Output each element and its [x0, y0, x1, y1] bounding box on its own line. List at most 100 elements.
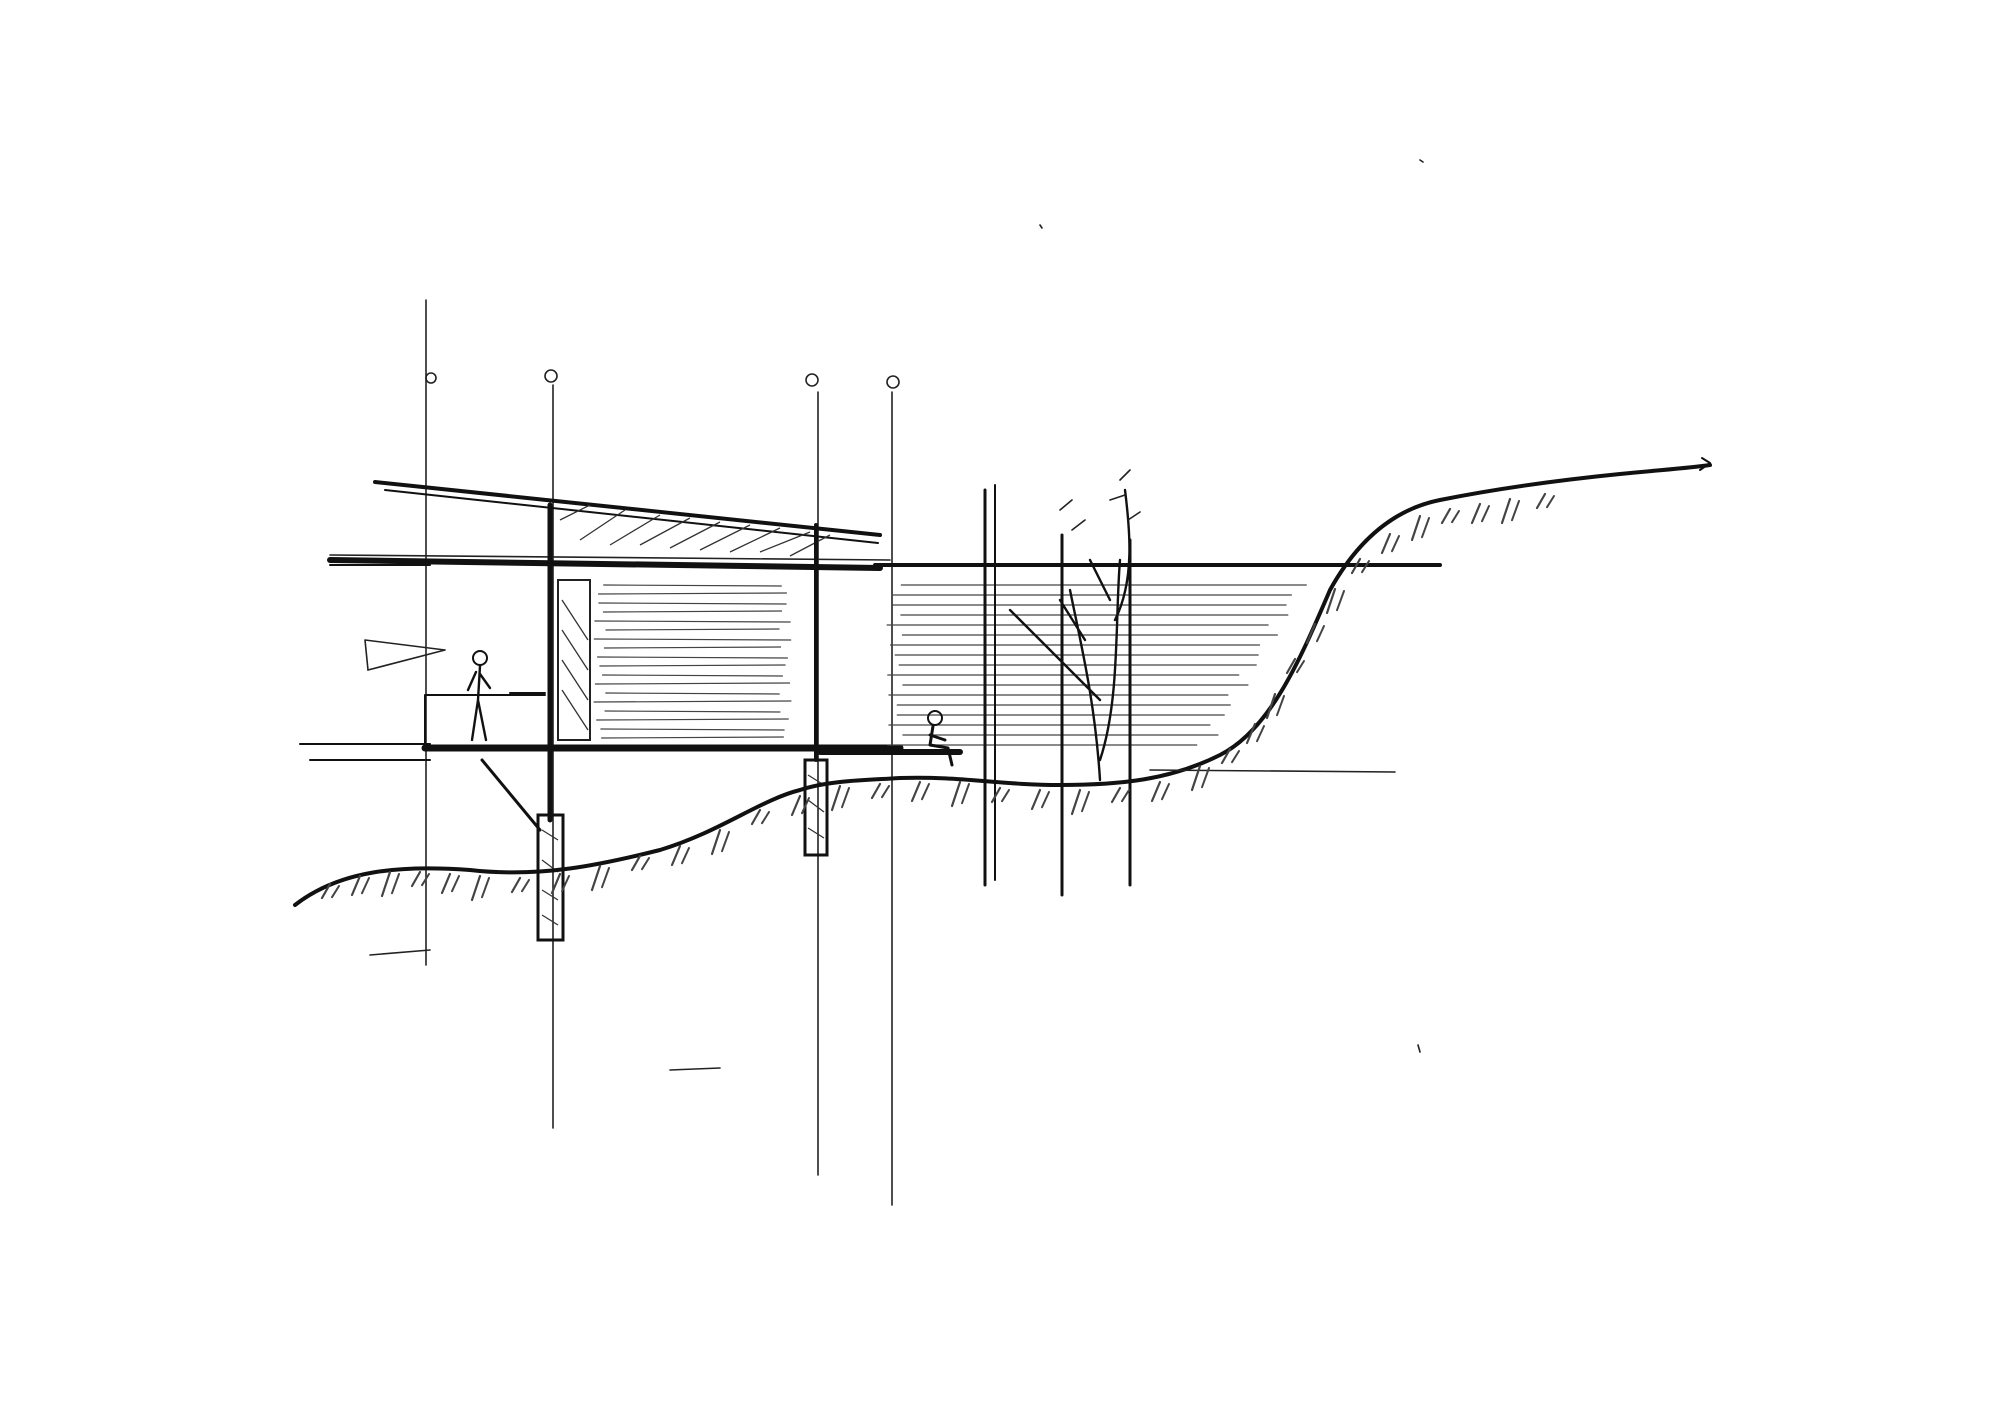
hatch-stroke	[331, 885, 340, 899]
hatch-stroke	[1201, 767, 1210, 789]
hatch-stroke	[590, 864, 602, 892]
interior-wall-hatch	[557, 579, 792, 741]
hatch-stroke	[1190, 764, 1202, 792]
hatch-stroke	[1231, 750, 1240, 764]
hatch-stroke	[961, 783, 970, 805]
hatch-stroke	[710, 828, 722, 856]
hatch-stroke	[320, 882, 332, 900]
hatch-stroke	[594, 620, 791, 623]
hatch-stroke	[550, 872, 562, 895]
hatch-stroke	[1296, 660, 1305, 674]
hatch-stroke	[1325, 587, 1337, 615]
hatch-stroke	[1041, 791, 1050, 809]
hatch-stroke	[603, 646, 782, 649]
hatch-stroke	[605, 692, 780, 695]
hatch-stroke	[593, 700, 792, 703]
hatch-stroke	[596, 718, 789, 721]
hatch-stroke	[1220, 747, 1232, 765]
hatch-stroke	[1535, 492, 1547, 510]
hatch-stroke	[380, 870, 392, 898]
roof	[327, 480, 1442, 571]
hatch-stroke	[1380, 532, 1392, 555]
ground-hatch	[320, 492, 1555, 902]
hatch-stroke	[1470, 502, 1482, 525]
hatch-stroke	[921, 783, 930, 801]
human-figures	[364, 639, 954, 767]
roof-line-upper	[373, 480, 882, 537]
hatch-stroke	[761, 811, 770, 825]
hatch-stroke	[950, 780, 962, 808]
hatch-stroke	[1511, 500, 1520, 522]
hatch-stroke	[1001, 789, 1010, 803]
footing-left	[536, 813, 565, 942]
grid-marker-c	[805, 373, 819, 387]
hatch-stroke	[1245, 722, 1257, 745]
hatch-stroke	[481, 877, 490, 899]
columns	[480, 502, 829, 942]
hatch-stroke	[601, 674, 784, 677]
hatch-stroke	[601, 736, 784, 739]
hatch-stroke	[1350, 557, 1362, 575]
hatch-stroke	[990, 786, 1002, 804]
hatch-stroke	[602, 610, 783, 613]
scattered-marks	[369, 159, 1424, 1071]
ground-line	[293, 463, 1712, 907]
hatch-stroke	[841, 787, 850, 809]
trees	[983, 469, 1141, 897]
hatch-stroke	[881, 785, 890, 799]
ceiling-slab	[327, 557, 883, 571]
hatch-stroke	[1161, 783, 1170, 801]
hatch-stroke	[1440, 507, 1452, 525]
light-cone	[364, 639, 446, 672]
hatch-stroke	[510, 876, 522, 894]
hatch-stroke	[597, 656, 788, 659]
hatch-stroke	[361, 877, 370, 895]
hatch-stroke	[1110, 786, 1122, 804]
hatch-stroke	[603, 584, 782, 587]
hatch-stroke	[1030, 788, 1042, 811]
hatch-stroke	[521, 879, 530, 893]
hatch-stroke	[1316, 625, 1325, 643]
hatch-stroke	[681, 847, 690, 865]
hatch-stroke	[750, 808, 762, 826]
hatch-stroke	[641, 857, 650, 871]
hatch-stroke	[1070, 788, 1082, 816]
clerestory-hatch	[559, 504, 831, 557]
hatch-stroke	[801, 797, 810, 815]
hatch-stroke	[1481, 505, 1490, 523]
hatch-stroke	[599, 664, 786, 667]
standing-figure	[466, 650, 492, 742]
hatch-stroke	[1410, 514, 1422, 542]
hatch-stroke	[1121, 789, 1130, 803]
hatch-stroke	[1265, 692, 1277, 720]
terrain	[293, 463, 1712, 907]
floor	[299, 564, 963, 761]
hatch-stroke	[910, 780, 922, 803]
hatch-stroke	[630, 854, 642, 872]
hatch-stroke	[604, 710, 781, 713]
horizon-line	[1149, 769, 1396, 773]
hatch-stroke	[1451, 510, 1460, 524]
hatch-stroke	[391, 873, 400, 895]
hatch-stroke	[670, 844, 682, 867]
railing	[424, 692, 546, 746]
hatch-stroke	[594, 682, 791, 685]
hatch-stroke	[830, 784, 842, 812]
hatch-stroke	[1546, 495, 1555, 509]
hatch-stroke	[600, 728, 785, 731]
tree-branches	[1008, 488, 1131, 782]
hatch-stroke	[1421, 517, 1430, 539]
diagonal-strut	[480, 758, 542, 832]
hatch-stroke	[451, 875, 460, 893]
hatch-stroke	[561, 875, 570, 893]
grid-marker-d	[886, 375, 900, 389]
hatch-stroke	[1150, 780, 1162, 803]
roof-line-lower	[384, 489, 879, 544]
terrain-arrow	[1699, 457, 1711, 471]
hatch-stroke	[421, 873, 430, 887]
hatch-stroke	[870, 782, 882, 800]
hatch-stroke	[598, 602, 787, 605]
footing-mid	[803, 758, 829, 857]
hatch-stroke	[1361, 560, 1370, 574]
